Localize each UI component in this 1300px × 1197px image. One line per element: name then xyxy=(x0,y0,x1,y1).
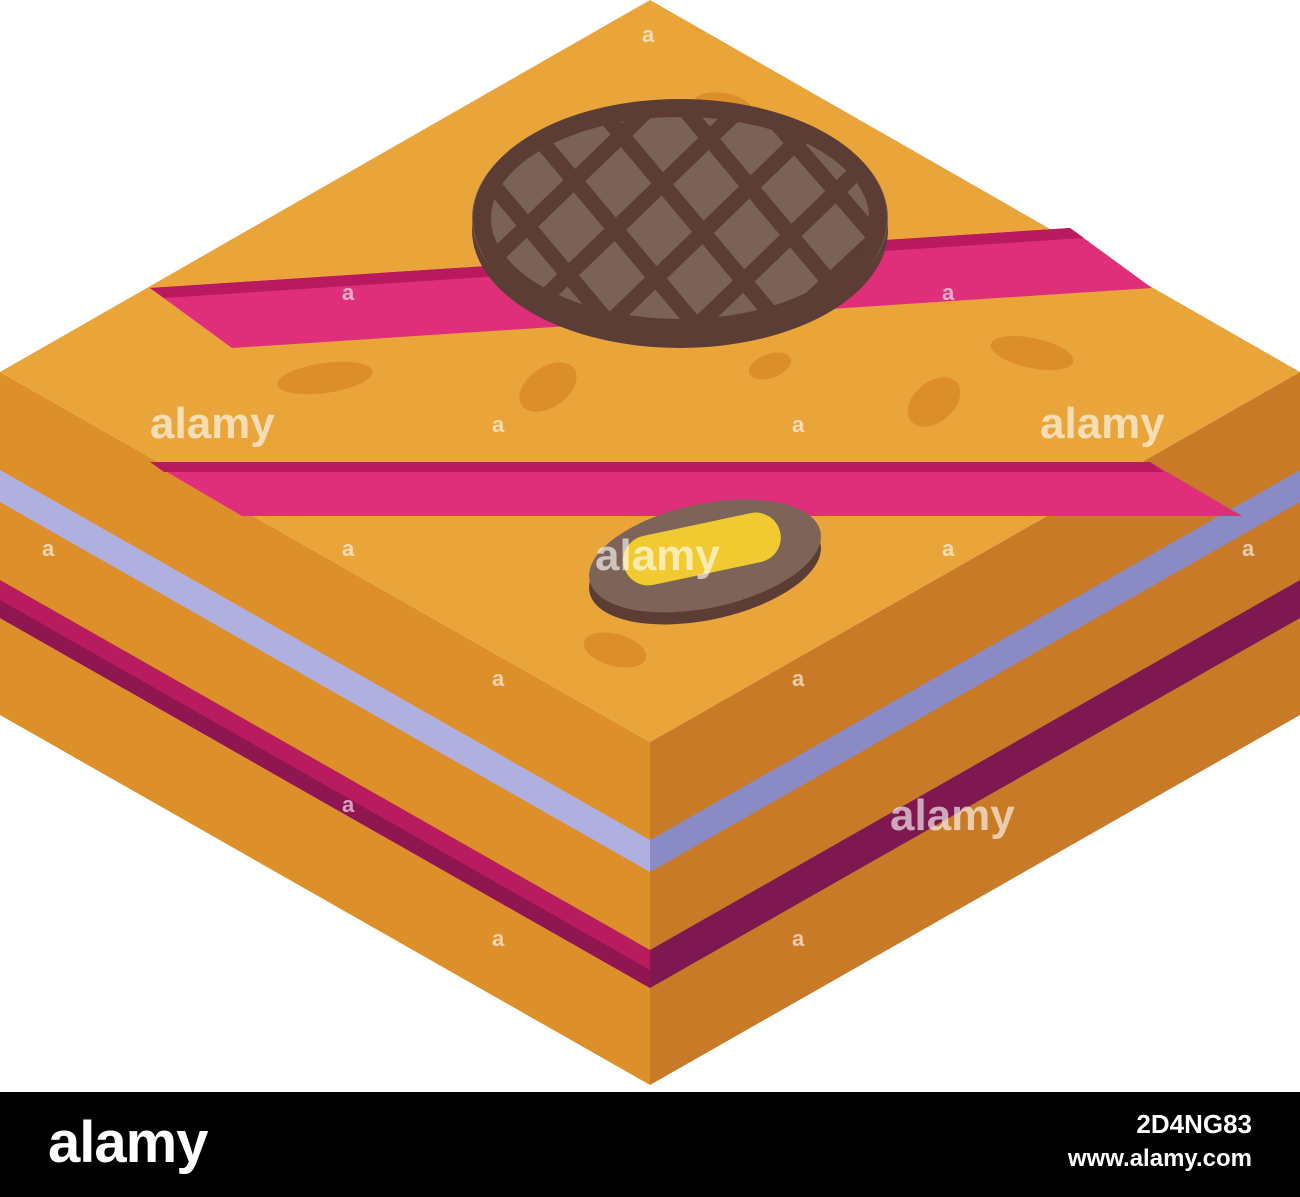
lavender-layer-left xyxy=(0,470,650,872)
image-id: 2D4NG83 xyxy=(1136,1109,1252,1139)
watermark-mark: a xyxy=(492,666,505,691)
watermark-mark: a xyxy=(792,412,805,437)
watermark-mark: a xyxy=(1242,536,1255,561)
jam-stripe-lower xyxy=(150,462,1242,516)
cake-right-face xyxy=(650,372,1300,1085)
brand-logo: alamy xyxy=(48,1110,208,1175)
watermark-mark: a xyxy=(792,926,805,951)
watermark-text-left: alamy xyxy=(150,399,275,448)
stock-photo-footer: alamy 2D4NG83 www.alamy.com xyxy=(0,1092,1300,1197)
watermark-mark: a xyxy=(492,926,505,951)
pistachio-nut xyxy=(589,499,821,625)
watermark-group: alamy alamy alamy alamy a a a a a a a a … xyxy=(42,22,1255,951)
watermark-mark: a xyxy=(342,280,355,305)
watermark-mark: a xyxy=(942,536,955,561)
cake-left-face xyxy=(0,372,650,1085)
berry-layer-left-shade xyxy=(0,600,650,988)
berry-layer-right xyxy=(650,580,1300,988)
dessert-illustration: alamy alamy alamy alamy a a a a a a a a … xyxy=(0,0,1300,1085)
lavender-layer-right xyxy=(650,470,1300,872)
footer-meta: 2D4NG83 www.alamy.com xyxy=(1068,1108,1252,1175)
watermark-mark: a xyxy=(42,536,55,561)
watermark-mark: a xyxy=(792,666,805,691)
watermark-text-right: alamy xyxy=(1040,399,1165,448)
watermark-text-center: alamy xyxy=(595,531,720,580)
watermark-mark: a xyxy=(492,412,505,437)
cake-top-face xyxy=(0,0,1300,742)
watermark-mark: a xyxy=(342,536,355,561)
watermark-mark: a xyxy=(642,22,655,47)
jam-stripe-lower-edge xyxy=(150,462,1164,472)
almond-spots xyxy=(277,92,1074,668)
watermark-mark: a xyxy=(342,792,355,817)
site-url: www.alamy.com xyxy=(1067,1144,1252,1172)
watermark-text-lower: alamy xyxy=(890,791,1015,840)
watermark-mark: a xyxy=(942,280,955,305)
